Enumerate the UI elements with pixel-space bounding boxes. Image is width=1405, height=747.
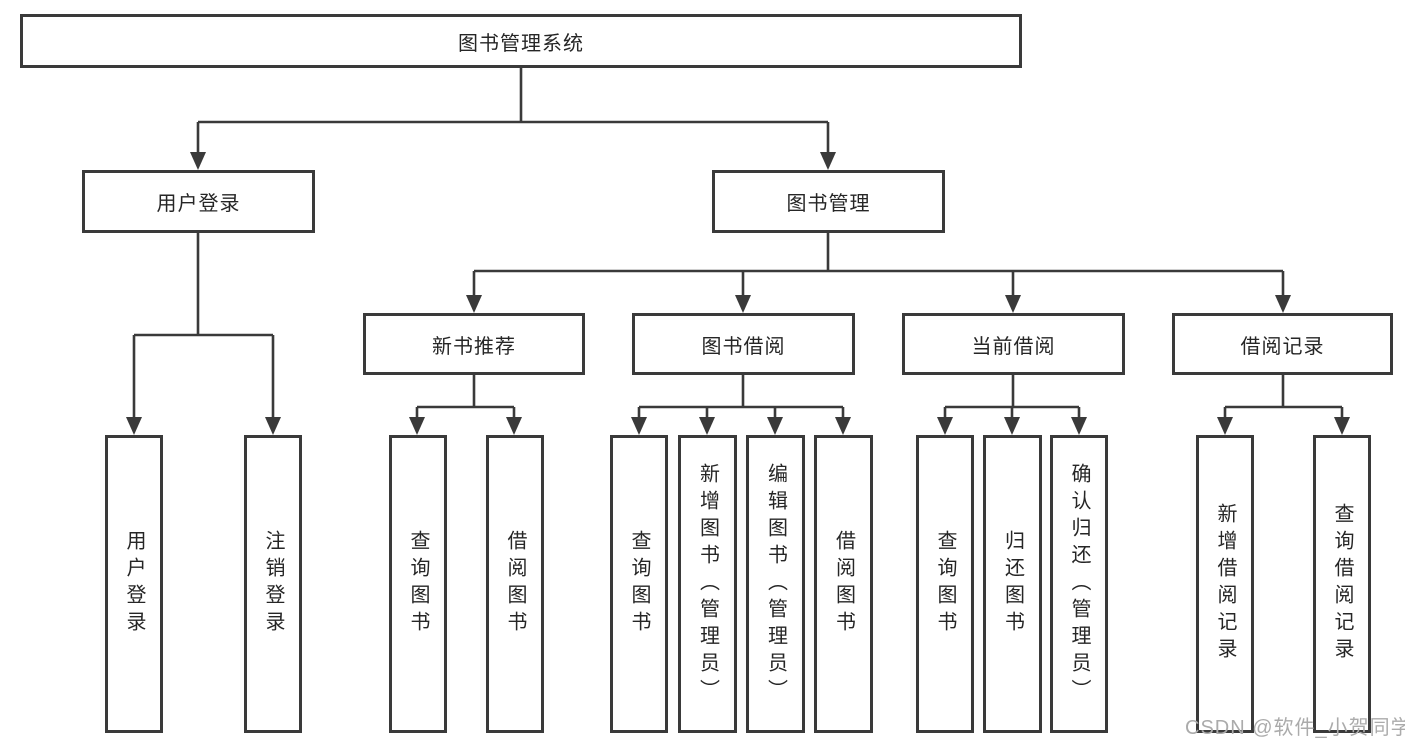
leaf-borrow-book-recommend: 借阅图书 [486,435,544,733]
leaf-query-book-recommend: 查询图书 [389,435,447,733]
leaf-label: 用户登录 [123,530,145,638]
node-label: 借阅记录 [1240,335,1325,358]
leaf-label: 编辑图书（管理员） [764,462,787,706]
leaf-user-login: 用户登录 [105,435,163,733]
leaf-label: 查询借阅记录 [1331,503,1353,665]
leaf-label: 新增借阅记录 [1214,503,1236,665]
leaf-add-book-admin: 新增图书（管理员） [678,435,737,733]
leaf-label: 确认归还（管理员） [1068,462,1090,706]
arrowheads [126,152,1350,435]
node-user-login: 用户登录 [82,170,315,233]
leaf-query-book-current: 查询图书 [916,435,974,733]
node-current-borrowing: 当前借阅 [902,313,1125,375]
leaf-query-borrow-record: 查询借阅记录 [1313,435,1371,733]
leaf-logout: 注销登录 [244,435,302,733]
leaf-borrow-book: 借阅图书 [814,435,873,733]
node-label: 图书借阅 [701,335,786,358]
leaf-add-borrow-record: 新增借阅记录 [1196,435,1254,733]
node-label: 图书管理 [786,193,871,215]
leaf-label: 查询图书 [628,530,650,638]
csdn-watermark: CSDN @软件_小贺同学 [1185,717,1405,739]
node-book-borrowing: 图书借阅 [632,313,855,375]
leaf-label: 查询图书 [934,530,956,638]
leaf-label: 查询图书 [407,530,429,638]
node-label: 图书管理系统 [458,32,584,55]
leaf-label: 借阅图书 [504,530,526,638]
leaf-label: 借阅图书 [832,530,855,638]
node-borrowing-records: 借阅记录 [1172,313,1393,375]
node-new-book-recommend: 新书推荐 [363,313,585,375]
leaf-return-book: 归还图书 [983,435,1042,733]
node-label: 新书推荐 [432,335,516,358]
node-label: 用户登录 [156,193,241,215]
node-book-management: 图书管理 [712,170,945,233]
leaf-query-book-borrowing: 查询图书 [610,435,668,733]
node-root-library-system: 图书管理系统 [20,14,1022,68]
leaf-confirm-return-admin: 确认归还（管理员） [1050,435,1108,733]
leaf-edit-book-admin: 编辑图书（管理员） [746,435,805,733]
leaf-label: 归还图书 [1001,530,1024,638]
leaf-label: 新增图书（管理员） [696,462,719,706]
node-label: 当前借阅 [971,335,1056,358]
leaf-label: 注销登录 [262,530,284,638]
